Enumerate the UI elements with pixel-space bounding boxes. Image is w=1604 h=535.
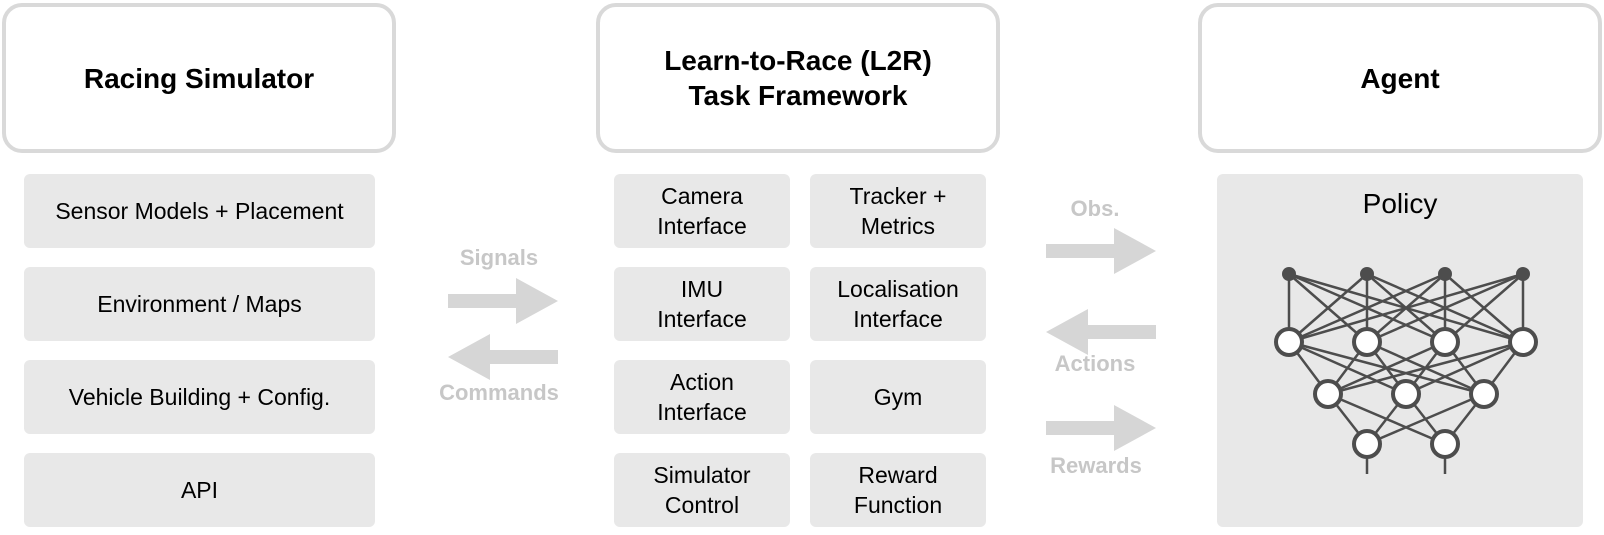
obs-arrow-icon bbox=[1046, 228, 1156, 274]
environment-maps-label: Environment / Maps bbox=[97, 291, 302, 317]
gym-box: Gym bbox=[810, 360, 986, 434]
action-interface-line1: Action bbox=[670, 369, 734, 395]
nn-node bbox=[1352, 327, 1382, 357]
commands-label: Commands bbox=[439, 380, 559, 405]
tracker-metrics-line2: Metrics bbox=[860, 213, 936, 239]
sensor-models-box: Sensor Models + Placement bbox=[24, 174, 375, 248]
l2r-framework-title-line2: Task Framework bbox=[688, 80, 908, 111]
racing-simulator-title: Racing Simulator bbox=[83, 62, 315, 94]
imu-interface-line1: IMU bbox=[680, 276, 724, 302]
signals-label: Signals bbox=[459, 245, 539, 270]
nn-edge bbox=[1327, 340, 1524, 396]
localisation-interface-line1: Localisation bbox=[837, 276, 959, 302]
action-interface-line2: Interface bbox=[657, 399, 747, 425]
nn-node bbox=[1391, 379, 1421, 409]
l2r-framework-header: Learn-to-Race (L2R) Task Framework bbox=[596, 3, 1000, 153]
camera-interface-line1: Camera bbox=[661, 183, 743, 209]
nn-node bbox=[1313, 379, 1343, 409]
localisation-interface-line2: Interface bbox=[853, 306, 943, 332]
neural-network-icon bbox=[1274, 267, 1538, 474]
api-label: API bbox=[180, 477, 219, 503]
nn-node bbox=[1430, 327, 1460, 357]
tracker-metrics-box: Tracker + Metrics bbox=[810, 174, 986, 248]
sensor-models-label: Sensor Models + Placement bbox=[55, 198, 344, 224]
nn-input-node bbox=[1360, 267, 1374, 281]
nn-node bbox=[1430, 429, 1460, 459]
nn-edge bbox=[1366, 272, 1524, 344]
nn-edge bbox=[1288, 272, 1524, 344]
obs-label: Obs. bbox=[1070, 196, 1120, 221]
agent-title: Agent bbox=[1360, 62, 1440, 94]
nn-input-node bbox=[1516, 267, 1530, 281]
nn-node bbox=[1352, 429, 1382, 459]
policy-panel: Policy bbox=[1217, 174, 1583, 527]
vehicle-building-box: Vehicle Building + Config. bbox=[24, 360, 375, 434]
agent-header: Agent bbox=[1198, 3, 1602, 153]
reward-function-line2: Function bbox=[853, 492, 943, 518]
simulator-control-line2: Control bbox=[664, 492, 740, 518]
tracker-metrics-line1: Tracker + bbox=[849, 183, 947, 209]
vehicle-building-label: Vehicle Building + Config. bbox=[68, 384, 331, 410]
nn-input-node bbox=[1438, 267, 1452, 281]
nn-node bbox=[1274, 327, 1304, 357]
environment-maps-box: Environment / Maps bbox=[24, 267, 375, 341]
nn-node bbox=[1469, 379, 1499, 409]
actions-arrow-icon bbox=[1046, 309, 1156, 355]
api-box: API bbox=[24, 453, 375, 527]
signals-arrow-icon bbox=[448, 278, 558, 324]
rewards-arrow-icon bbox=[1046, 405, 1156, 451]
nn-edge bbox=[1444, 273, 1524, 343]
simulator-control-line1: Simulator bbox=[653, 462, 751, 488]
rewards-label: Rewards bbox=[1050, 453, 1142, 478]
l2r-framework-title-line1: Learn-to-Race (L2R) bbox=[664, 45, 932, 76]
nn-edge bbox=[1405, 340, 1524, 396]
imu-interface-line2: Interface bbox=[657, 306, 747, 332]
nn-edge bbox=[1288, 272, 1446, 344]
nn-node bbox=[1508, 327, 1538, 357]
camera-interface-line2: Interface bbox=[657, 213, 747, 239]
nn-edge bbox=[1366, 392, 1485, 446]
imu-interface-box: IMU Interface bbox=[614, 267, 790, 341]
commands-arrow-icon bbox=[448, 334, 558, 380]
racing-simulator-header: Racing Simulator bbox=[2, 3, 396, 153]
nn-edge bbox=[1327, 340, 1446, 396]
policy-label: Policy bbox=[1362, 188, 1438, 219]
actions-label: Actions bbox=[1054, 351, 1136, 376]
nn-input-node bbox=[1282, 267, 1296, 281]
nn-edge bbox=[1288, 273, 1368, 343]
reward-function-line1: Reward bbox=[858, 462, 938, 488]
gym-label: Gym bbox=[873, 384, 923, 410]
